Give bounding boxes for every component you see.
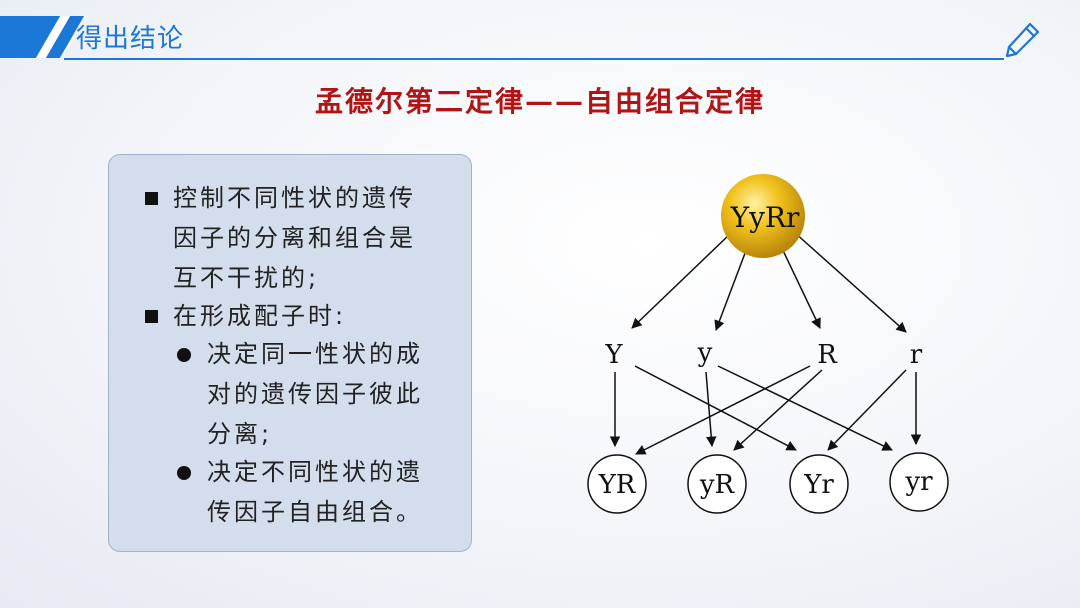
sub1-line3: 分离; — [207, 420, 273, 448]
arrow-parent-R — [777, 239, 821, 329]
factor-label: Y — [604, 340, 623, 370]
gamete-label: YR — [598, 470, 637, 500]
arrow-y-yR — [705, 371, 717, 448]
section-title: 得出结论 — [76, 24, 185, 54]
header-divider — [64, 58, 1004, 60]
bullet2-text: 在形成配子时: — [173, 302, 347, 330]
bullet-square-icon — [145, 192, 158, 205]
bullet1-line2: 因子的分离和组合是 — [173, 224, 416, 252]
arrow-parent-y — [714, 239, 751, 331]
pen-icon — [1005, 22, 1040, 58]
summary-panel: 控制不同性状的遗传 因子的分离和组合是 互不干扰的; 在形成配子时: 决定同一性… — [108, 154, 472, 552]
gamete-circle — [587, 454, 647, 514]
gamete-circle — [789, 454, 849, 514]
arrow-y-yr — [717, 365, 893, 451]
arrow-R-YR — [635, 365, 811, 455]
factor-label: r — [910, 340, 923, 370]
sub2-line1: 决定不同性状的遗 — [207, 458, 423, 486]
arrow-parent-Y — [631, 233, 731, 329]
arrow-r-Yr — [827, 369, 907, 451]
bullet1-line1: 控制不同性状的遗传 — [173, 184, 416, 212]
sub1-line1: 决定同一性状的成 — [207, 340, 423, 368]
gamete-circle — [889, 452, 949, 512]
sub1-line2: 对的遗传因子彼此 — [207, 380, 423, 408]
gamete-label: yr — [904, 467, 933, 497]
parent-label: YyRr — [730, 201, 800, 234]
bullet-dot-icon — [177, 348, 191, 362]
gamete-label: Yr — [803, 470, 834, 500]
gamete-circle — [687, 454, 747, 514]
factor-label: y — [697, 338, 713, 368]
bullet-square-icon — [145, 310, 158, 323]
arrow-R-yR — [733, 369, 823, 451]
parent-ball — [721, 174, 805, 258]
arrow-Y-Yr — [634, 365, 797, 451]
page-title: 孟德尔第二定律——自由组合定律 — [314, 85, 765, 118]
arrow-parent-r — [793, 231, 907, 333]
bullet-dot-icon — [177, 466, 191, 480]
sub2-line2: 传因子自由组合。 — [207, 498, 423, 526]
factor-label: R — [817, 340, 838, 370]
bullet1-line3: 互不干扰的; — [173, 264, 320, 292]
gamete-label: yR — [699, 470, 736, 500]
inheritance-diagram: YyRr Y y R r YR yR Yr yr — [587, 174, 949, 514]
